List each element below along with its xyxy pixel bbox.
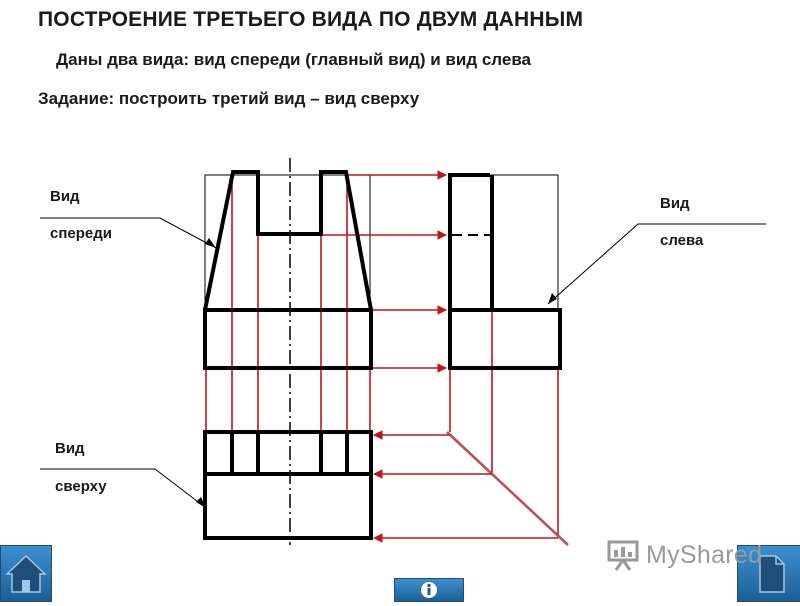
label-top-view-line2: сверху (55, 478, 107, 495)
task-text: Задание: построить третий вид – вид свер… (38, 89, 420, 108)
info-button[interactable] (394, 578, 464, 602)
given-views-text: Даны два вида: вид спереди (главный вид)… (56, 50, 532, 69)
label-left-view-line1: Вид (660, 195, 690, 212)
left-view (448, 173, 562, 370)
vertical-projection-lines (205, 172, 371, 474)
return-projection-lines (373, 430, 558, 543)
slide-title: ПОСТРОЕНИЕ ТРЕТЬЕГО ВИДА ПО ДВУМ ДАННЫМ (38, 8, 584, 31)
label-front-view-line1: Вид (50, 188, 80, 205)
label-left-view-line2: слева (660, 232, 704, 249)
myshared-logo: MyShared (606, 536, 762, 574)
leader-arrowheads (196, 238, 557, 508)
label-front-view-line2: спереди (50, 225, 112, 242)
front-view (203, 170, 373, 370)
side-view-drop-lines (449, 310, 559, 538)
info-icon (421, 582, 437, 598)
presentation-board-icon (607, 540, 639, 571)
transfer-line-45 (446, 431, 569, 546)
home-icon (5, 554, 47, 593)
label-top-view-line1: Вид (55, 440, 85, 457)
leader-lines (40, 217, 766, 509)
logo-text: MyShared (646, 540, 763, 569)
home-button[interactable] (0, 545, 52, 602)
top-view (203, 430, 373, 540)
document-icon (759, 555, 785, 593)
